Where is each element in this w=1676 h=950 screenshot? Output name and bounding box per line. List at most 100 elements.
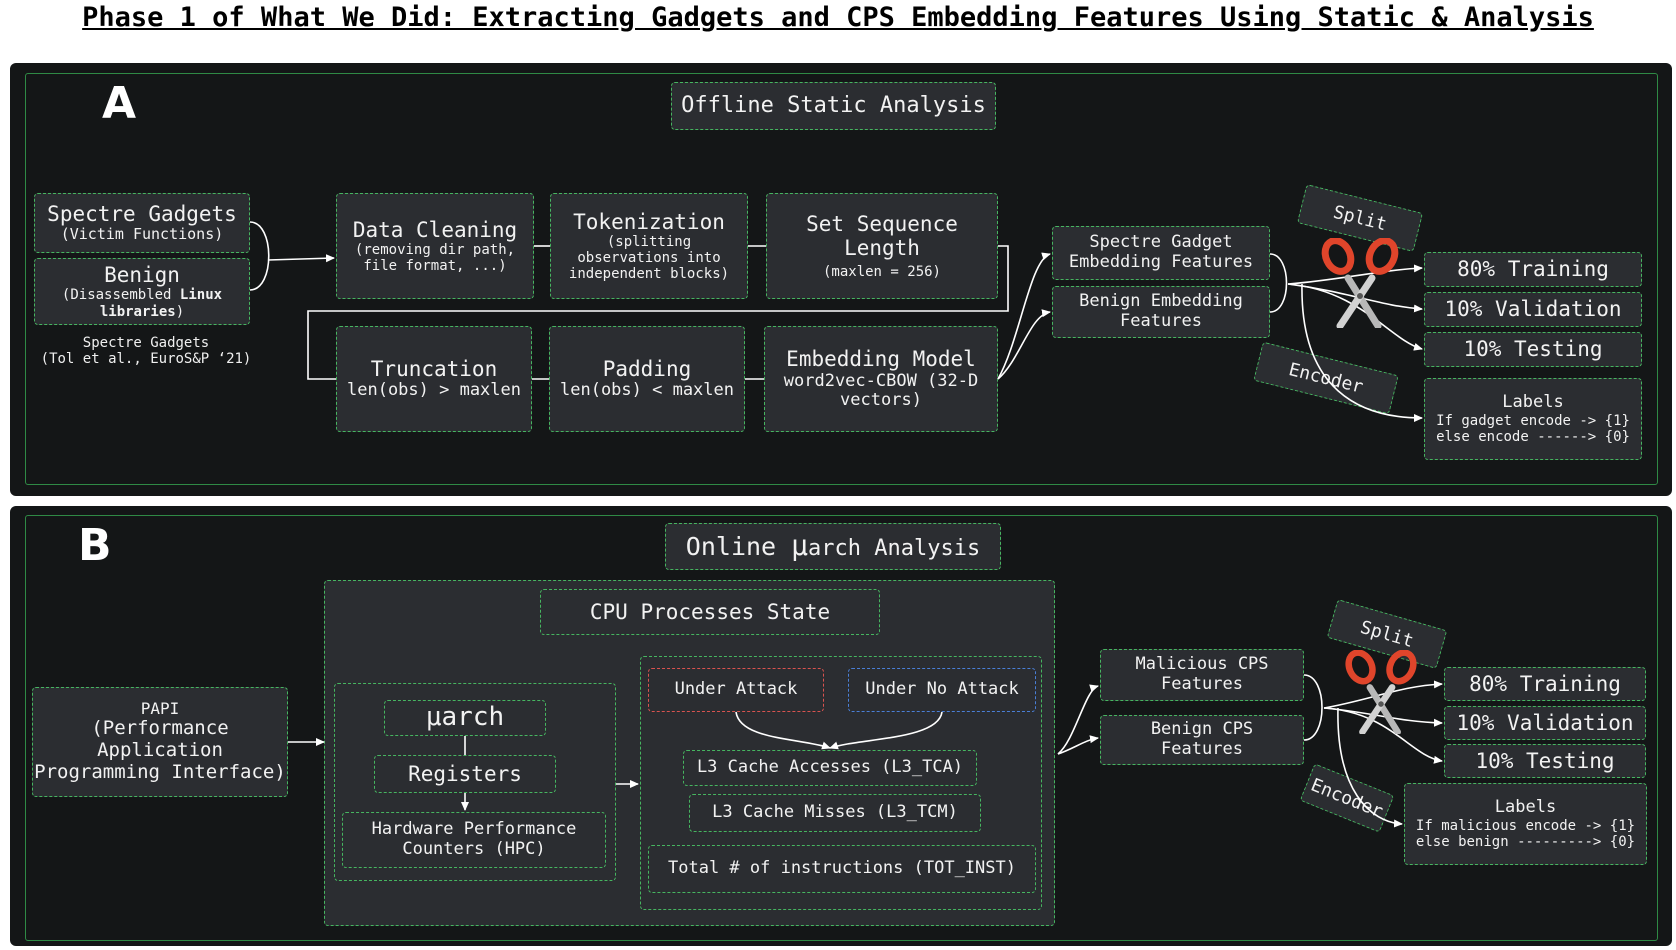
training-a-text: 80% Training bbox=[1457, 257, 1609, 282]
training-box-b: 80% Training bbox=[1444, 667, 1646, 701]
l3-tcm-text: L3 Cache Misses (L3_TCM) bbox=[712, 802, 958, 823]
panel-a-frame bbox=[25, 73, 1658, 485]
online-heading-mu: μ bbox=[791, 529, 809, 563]
labels-a-title: Labels bbox=[1502, 392, 1564, 413]
papi-line-3: Application bbox=[97, 739, 223, 762]
training-box-a: 80% Training bbox=[1424, 252, 1642, 287]
embedding-title: Embedding Model bbox=[786, 347, 976, 372]
padding-box: Padding len(obs) < maxlen bbox=[549, 326, 745, 432]
online-heading-text: Online μarch Analysis bbox=[686, 530, 980, 562]
offline-static-analysis-heading: Offline Static Analysis bbox=[671, 82, 996, 130]
tokenization-title: Tokenization bbox=[573, 209, 725, 234]
wire-attack-l3 bbox=[735, 711, 831, 750]
malicious-cps-features-box: Malicious CPS Features bbox=[1100, 649, 1304, 701]
feature-brace-a bbox=[1269, 253, 1288, 313]
hpc-line-2: Counters (HPC) bbox=[402, 839, 546, 859]
benign-sub-suffix: ) bbox=[175, 303, 185, 320]
truncation-sub: len(obs) > maxlen bbox=[347, 380, 521, 401]
benign-sub: (Disassembled Linux libraries) bbox=[62, 287, 222, 319]
uarch-text: μarch bbox=[425, 702, 505, 733]
benign-sub-bold: Linux bbox=[179, 287, 223, 304]
wire-to-labels-b bbox=[1337, 707, 1403, 828]
spectre-features-line-1: Spectre Gadget bbox=[1089, 232, 1233, 253]
cpu-processes-state-box: CPU Processes State bbox=[540, 589, 880, 635]
labels-b-line-2: else benign ---------> {0} bbox=[1415, 833, 1636, 850]
heading-text: Offline Static Analysis bbox=[681, 93, 986, 119]
panel-b-letter: B bbox=[78, 520, 112, 571]
benign-features-line-1: Benign Embedding bbox=[1079, 291, 1243, 312]
papi-line-4: Programming Interface) bbox=[34, 761, 286, 784]
data-cleaning-title: Data Cleaning bbox=[352, 217, 518, 242]
labels-box-a: Labels If gadget encode -> {1} else enco… bbox=[1424, 378, 1642, 460]
embedding-sub-2: vectors) bbox=[840, 390, 922, 411]
testing-a-text: 10% Testing bbox=[1463, 337, 1603, 362]
hpc-box: Hardware Performance Counters (HPC) bbox=[342, 812, 606, 868]
benign-title: Benign bbox=[104, 263, 180, 288]
hpc-line-1: Hardware Performance bbox=[371, 819, 577, 840]
panel-a-letter: A bbox=[102, 78, 137, 129]
data-cleaning-sub-2: file format, ...) bbox=[363, 258, 507, 275]
spectre-gadgets-sub: (Victim Functions) bbox=[60, 225, 224, 244]
spectre-gadgets-box: Spectre Gadgets (Victim Functions) bbox=[34, 193, 250, 253]
uarch-box: μarch bbox=[384, 700, 546, 736]
embedding-sub-1: word2vec-CBOW (32-D bbox=[783, 370, 979, 391]
wire-to-training-a bbox=[1287, 264, 1423, 285]
wire-cpu-benign bbox=[1057, 735, 1099, 755]
wire-embed-spectre bbox=[997, 252, 1051, 380]
papi-box: PAPI (Performance Application Programmin… bbox=[32, 687, 288, 797]
validation-a-text: 10% Validation bbox=[1444, 297, 1622, 322]
benign-sub-prefix: (Disassembled bbox=[61, 287, 180, 304]
truncation-title: Truncation bbox=[370, 357, 498, 382]
feature-brace-b bbox=[1303, 674, 1323, 741]
padding-title: Padding bbox=[602, 357, 692, 382]
citation-line-2: (Tol et al., EuroS&P ‘21) bbox=[40, 351, 252, 368]
wire-embed-benign bbox=[997, 309, 1051, 380]
malicious-features-line-2: Features bbox=[1161, 674, 1243, 694]
spectre-gadget-features-box: Spectre Gadget Embedding Features bbox=[1052, 226, 1270, 280]
tot-inst-text: Total # of instructions (TOT_INST) bbox=[668, 858, 1016, 879]
tokenization-box: Tokenization (splitting observations int… bbox=[550, 193, 748, 299]
papi-line-2: (Performance bbox=[91, 717, 229, 740]
under-attack-box: Under Attack bbox=[648, 668, 824, 712]
scissors-icon bbox=[1345, 650, 1417, 734]
page-title: Phase 1 of What We Did: Extracting Gadge… bbox=[82, 2, 1594, 33]
under-no-attack-text: Under No Attack bbox=[865, 679, 1019, 700]
brace-wire-a bbox=[249, 221, 270, 291]
truncation-box: Truncation len(obs) > maxlen bbox=[336, 326, 532, 432]
wire-to-labels-a bbox=[1301, 283, 1423, 422]
online-uarch-analysis-heading: Online μarch Analysis bbox=[665, 523, 1001, 570]
l3-tca-box: L3 Cache Accesses (L3_TCA) bbox=[683, 750, 977, 786]
wire-noattack-l3 bbox=[829, 711, 943, 750]
labels-b-title: Labels bbox=[1494, 797, 1557, 818]
panel-b-frame bbox=[25, 515, 1658, 941]
tokenization-sub-2: observations into bbox=[577, 250, 721, 267]
benign-embedding-features-box: Benign Embedding Features bbox=[1052, 286, 1270, 338]
set-sequence-title-1: Set Sequence bbox=[806, 211, 958, 236]
data-cleaning-box: Data Cleaning (removing dir path, file f… bbox=[336, 193, 534, 299]
l3-tcm-box: L3 Cache Misses (L3_TCM) bbox=[689, 794, 981, 832]
embedding-model-box: Embedding Model word2vec-CBOW (32-D vect… bbox=[764, 326, 998, 432]
testing-box-b: 10% Testing bbox=[1444, 744, 1646, 778]
testing-box-a: 10% Testing bbox=[1424, 332, 1642, 367]
spectre-gadgets-title: Spectre Gadgets bbox=[47, 202, 237, 227]
data-cleaning-sub-1: (removing dir path, bbox=[354, 241, 516, 258]
under-no-attack-box: Under No Attack bbox=[848, 668, 1036, 712]
wire-to-testing-b bbox=[1323, 707, 1443, 764]
wire-to-data-cleaning bbox=[267, 254, 335, 263]
cpu-state-text: CPU Processes State bbox=[589, 599, 831, 624]
labels-b-line-1: If malicious encode -> {1} bbox=[1415, 817, 1636, 834]
spectre-features-line-2: Embedding Features bbox=[1068, 252, 1254, 272]
malicious-features-line-1: Malicious CPS bbox=[1135, 654, 1269, 675]
labels-a-line-1: If gadget encode -> {1} bbox=[1436, 412, 1630, 429]
online-heading-suffix: arch Analysis bbox=[808, 536, 981, 562]
wire-cpu-malicious bbox=[1057, 684, 1099, 755]
testing-b-text: 10% Testing bbox=[1475, 748, 1615, 773]
online-heading-prefix: Online bbox=[685, 532, 792, 562]
tokenization-sub-1: (splitting bbox=[606, 233, 692, 250]
tot-inst-box: Total # of instructions (TOT_INST) bbox=[648, 845, 1036, 893]
labels-box-b: Labels If malicious encode -> {1} else b… bbox=[1404, 783, 1647, 865]
scissors-icon bbox=[1321, 238, 1399, 328]
training-b-text: 80% Training bbox=[1469, 671, 1621, 696]
